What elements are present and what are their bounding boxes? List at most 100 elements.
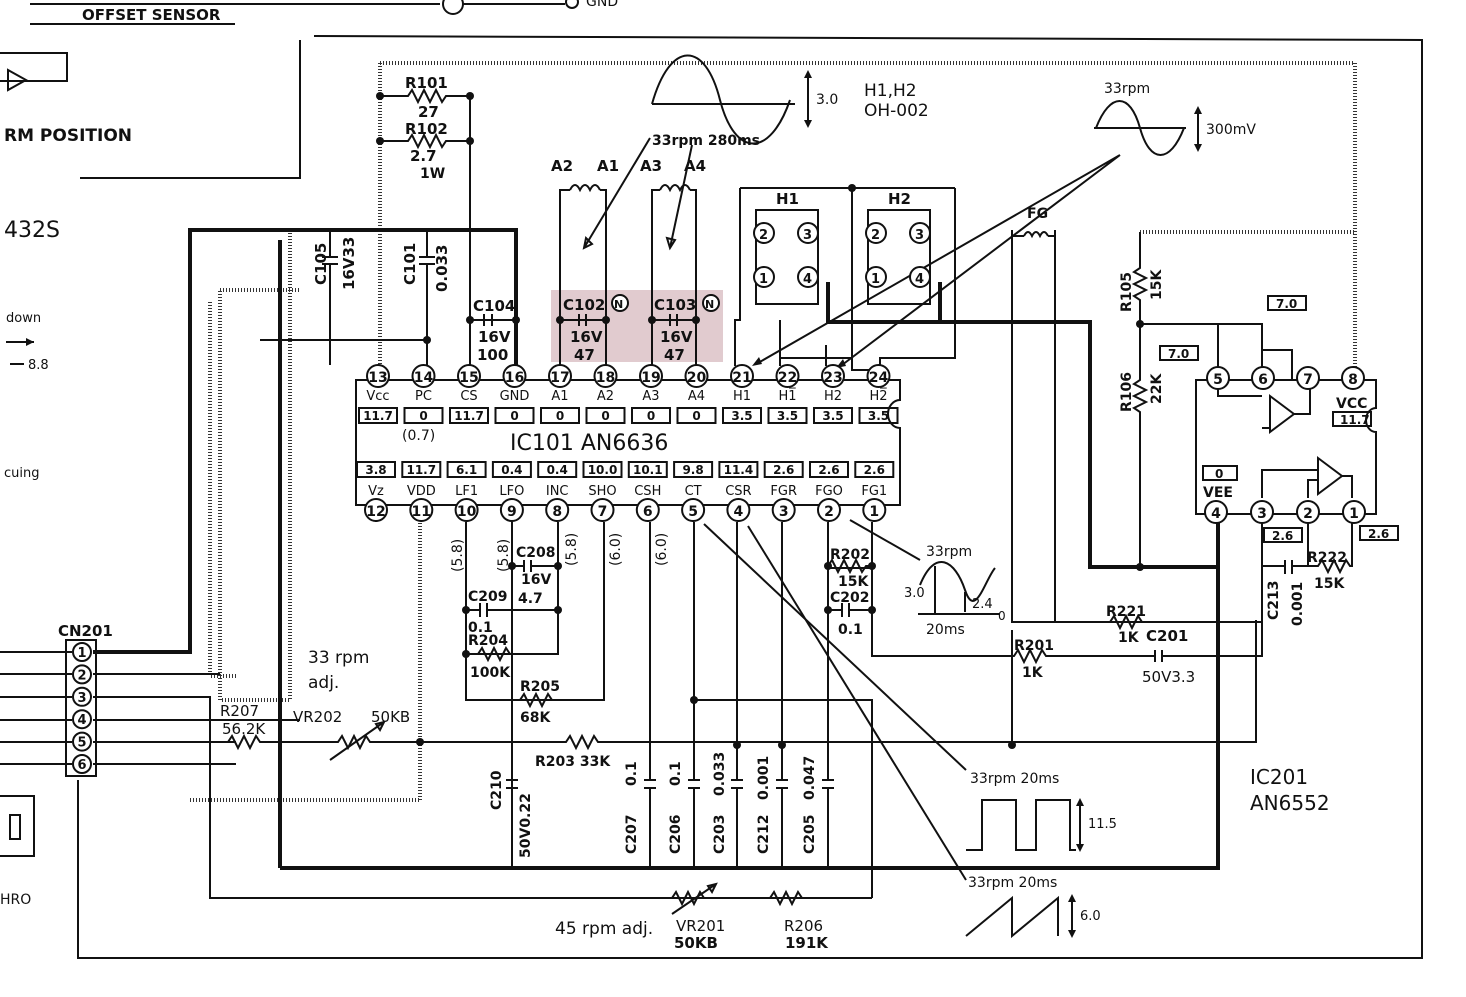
ic101-pin-volt-box	[582, 461, 623, 478]
ic201-pin-circle	[1251, 366, 1275, 390]
ic101-pin-label: H2	[824, 389, 842, 404]
c102-volt: 16V	[570, 328, 603, 346]
r222-label: R222	[1307, 550, 1347, 566]
c101-label: C101	[401, 243, 419, 285]
w5-amp: 6.0	[1080, 909, 1101, 924]
ic101-pin-circle	[771, 498, 796, 522]
ic201-name-2: AN6552	[1250, 791, 1330, 815]
svg-text:(6.0): (6.0)	[654, 533, 670, 566]
c103-n: N	[705, 298, 714, 311]
vr201-value: 50KB	[674, 934, 718, 952]
c103-value: 47	[664, 346, 685, 364]
ic201-pin-circle	[1204, 500, 1228, 524]
hall-elements: H1 2 3 1 4 H2 2 3 1 4	[734, 184, 956, 371]
hall-h1-label: H1	[776, 190, 799, 208]
ic201-7-0-b: 7.0	[1168, 347, 1189, 361]
ic101-pin-volt-box	[631, 407, 671, 424]
ic101-pin-volt-box	[673, 461, 714, 478]
r106-label: R106	[1119, 372, 1135, 412]
ic101-pin-circle	[821, 364, 845, 388]
ic101-pin-circle	[726, 498, 751, 522]
ic101-pin-circle	[730, 364, 754, 388]
c209-value: 0.1	[468, 620, 493, 636]
c202-value: 0.1	[838, 622, 863, 638]
r207-label: R207	[220, 702, 259, 720]
ic101-pin-label: INC	[546, 484, 569, 499]
svg-text:3: 3	[803, 228, 812, 243]
ic201-vcc: VCC	[1336, 396, 1367, 412]
ic101-pin-voltage: 3.5	[868, 409, 889, 423]
waveform-3: 33rpm 3.0 2.4 0 20ms	[849, 519, 1006, 638]
r206-label: R206	[784, 917, 823, 935]
arm-position-label: RM POSITION	[4, 126, 132, 146]
adj33-1: 33 rpm	[308, 648, 369, 668]
ic101-pin-label: LFO	[499, 484, 524, 499]
cn201-pin-circle	[72, 754, 92, 774]
ic101-pin-circle	[862, 498, 887, 522]
ic101-pin-number: 13	[368, 370, 387, 386]
ic101-pin-voltage: 9.8	[682, 463, 703, 477]
r202-c202: R202 15K C202 0.1	[824, 522, 876, 638]
w4-title: 33rpm 20ms	[970, 771, 1059, 787]
ic101-pin-label: A2	[597, 389, 614, 404]
r102-label: R102	[405, 120, 448, 138]
ic101-pin-circle	[454, 498, 479, 522]
ic101-pin-volt-box	[722, 407, 762, 424]
ic101-pin-circle	[684, 364, 709, 388]
c205-label: C205	[802, 815, 818, 855]
ic101-pin-circle	[366, 364, 390, 388]
ic101-pin-voltage: 0	[419, 409, 427, 423]
ic201-pin-number: 6	[1258, 372, 1268, 388]
c103-volt: 16V	[660, 328, 693, 346]
ic101-pin-voltage: 3.5	[822, 409, 843, 423]
cn201-pin-number: 5	[77, 736, 86, 751]
ic101-pin-circle	[817, 498, 841, 522]
r205-label: R205	[520, 679, 560, 695]
r101-r102: R101 27 R102 2.7 1W	[376, 74, 474, 366]
ic101-pin-circle	[635, 498, 660, 522]
ic101-pin-label: A3	[642, 389, 659, 404]
ic101-pin-voltage: 2.6	[864, 463, 885, 477]
r221-label: R221	[1106, 604, 1146, 620]
ic201-pin-circle	[1296, 366, 1320, 390]
ic101-pin-number: 23	[823, 370, 842, 386]
c207-label: C207	[624, 815, 640, 855]
c212-value: 0.001	[756, 756, 772, 800]
c104-label: C104	[473, 297, 515, 315]
ic101-pin-voltage: 3.5	[731, 409, 752, 423]
ic101-pin-number: 5	[688, 504, 698, 520]
svg-text:(6.0): (6.0)	[608, 533, 624, 566]
ic101-pin-number: 3	[779, 504, 789, 520]
ic201-pin-number: 2	[1303, 506, 1313, 522]
ic101-pin-label: CS	[460, 389, 477, 404]
ic201-pin-circle	[1206, 366, 1230, 390]
ic101-pin-circle	[364, 498, 388, 522]
ic101-pin-circle	[457, 364, 481, 388]
c208-label: C208	[516, 545, 556, 561]
cn201-label: CN201	[58, 622, 113, 640]
ic101-pin-number: 17	[550, 370, 569, 386]
ic101-pin-number: 1	[869, 504, 879, 520]
r202-value: 15K	[838, 574, 869, 590]
vr202-value: 50KB	[371, 708, 410, 726]
ic201-pin-circle	[1341, 366, 1365, 390]
svg-text:1: 1	[871, 272, 880, 287]
ic101-pin-volt-box	[491, 461, 532, 478]
ic101-pin-voltage: 10.0	[588, 463, 618, 477]
w2-title: 33rpm	[1104, 81, 1150, 97]
coil-a2: A2	[551, 157, 573, 175]
motor-coils: A2 A1 A3 A4 C102 N 16V 47 C103 N 16V 47	[551, 137, 723, 366]
c203-label: C203	[712, 815, 728, 855]
w2-amp: 300mV	[1206, 122, 1256, 138]
r101-label: R101	[405, 74, 448, 92]
ic201-name-1: IC201	[1250, 765, 1308, 789]
c103-label: C103	[654, 296, 696, 314]
ic101-pin-number: 4	[734, 504, 744, 520]
ic101-pin-voltage: 0	[692, 409, 700, 423]
c208-value: 4.7	[518, 591, 543, 607]
svg-text:2: 2	[759, 228, 768, 243]
c201-value: 50V3.3	[1142, 668, 1195, 686]
ic201-7-0-a: 7.0	[1276, 297, 1297, 311]
offset-sensor-label: OFFSET SENSOR	[82, 6, 221, 24]
